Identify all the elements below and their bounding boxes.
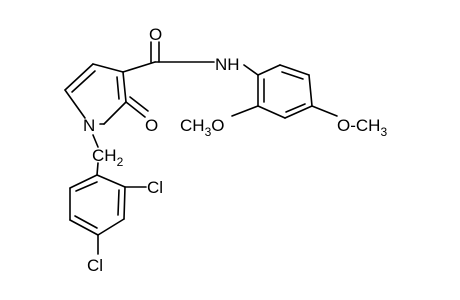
bond-c2-o-double: [129, 96, 149, 112]
atom-ortho-methoxy: CH3O: [180, 116, 224, 139]
bond-c4-c3-inner: [116, 76, 120, 100]
bond-c4-carbonyl: [122, 61, 156, 73]
bond-ar-1-2: [257, 64, 281, 76]
bond-n1-c6: [64, 89, 86, 119]
bond-c3-c2: [103, 101, 127, 125]
pyridone-ring: [64, 63, 149, 125]
bond-dcb-4-5: [69, 219, 99, 236]
bond-c6-c5: [64, 63, 94, 91]
atom-chloro-para: Cl: [87, 256, 103, 275]
bond-ar-4-5: [284, 105, 313, 119]
bond-ar-2-3: [279, 64, 310, 76]
atom-amide-nh: NH: [215, 55, 240, 74]
bond-ar-4-5-inner: [285, 103, 306, 113]
bond-dcb-3-4: [97, 218, 125, 236]
atom-pyridone-oxygen: O: [145, 116, 158, 135]
bond-ar-2-3-inner: [281, 71, 304, 80]
bond-dcb-2-3-inner: [117, 189, 120, 216]
atom-methylene: CH2: [92, 146, 124, 169]
bond-c4-c3: [122, 71, 127, 103]
bond-dcb-2-3: [123, 186, 126, 220]
atom-ring-nitrogen: N: [83, 116, 95, 135]
atom-para-methoxy: O-CH3: [337, 116, 387, 139]
carboxamide-group: [122, 41, 215, 73]
atom-carbonyl-oxygen: O: [149, 25, 162, 44]
para-methoxy-subscript: 3: [380, 125, 387, 139]
bond-ch2-ar: [96, 162, 99, 176]
bond-ar-ortho-o: [231, 105, 259, 117]
bond-c5-c4: [92, 63, 124, 73]
dichlorobenzyl-group: [69, 134, 147, 255]
bond-dcb-1-2: [96, 174, 126, 188]
bond-dcb-4-5-inner: [74, 215, 98, 229]
bond-c2-o: [125, 101, 146, 118]
ortho-methoxy-o: O: [211, 116, 224, 135]
bond-ar-5-6: [257, 105, 286, 119]
bond-dcb-6-1: [69, 174, 98, 189]
bond-ar-para-o: [311, 105, 338, 117]
bond-dcb-6-1-inner: [75, 181, 98, 192]
ortho-methoxy-subscript: 3: [205, 125, 212, 139]
bond-ar-3-4: [308, 74, 313, 107]
dimethoxyphenyl-ring: [231, 64, 338, 119]
atom-labels: O NH N O CH2 CH3O O-CH3 Cl Cl: [83, 25, 387, 275]
bond-nh-c1: [243, 64, 259, 76]
methylene-subscript: 2: [117, 155, 124, 169]
bond-c6-c5-inner: [71, 70, 96, 93]
bond-n1-ch2: [92, 134, 99, 148]
atom-chloro-ortho: Cl: [147, 178, 163, 197]
